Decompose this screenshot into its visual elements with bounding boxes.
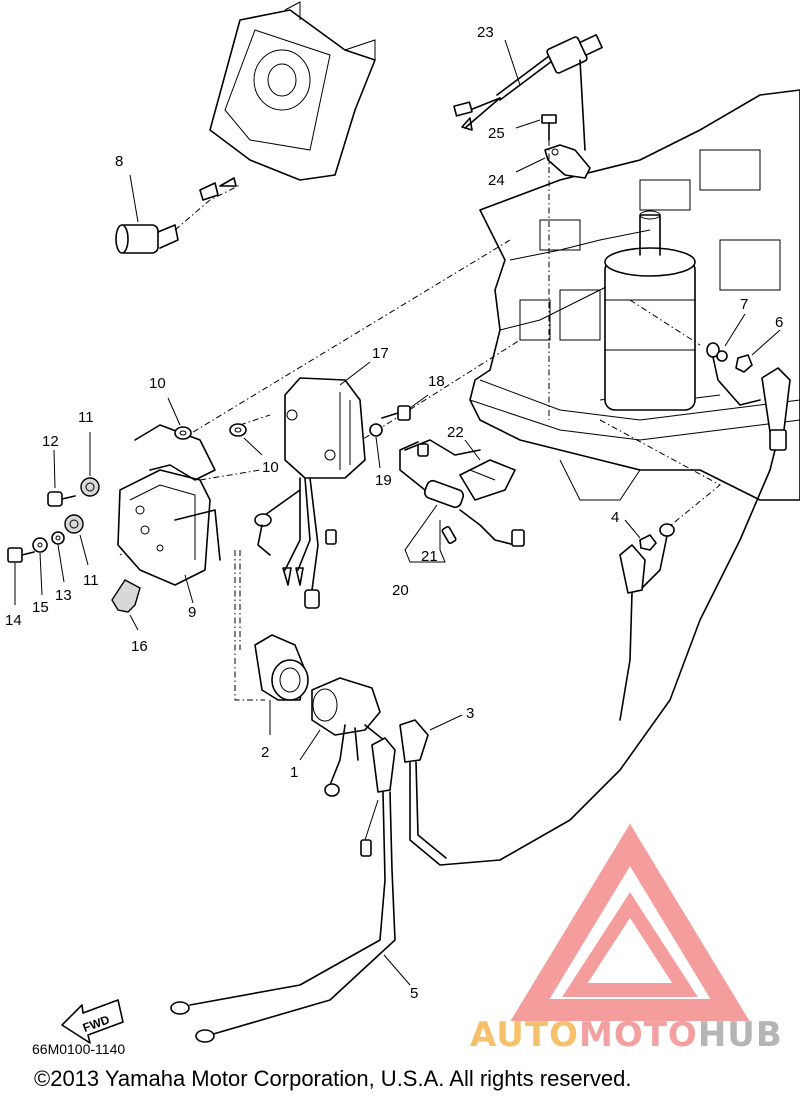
callout-25: 25 [488, 125, 505, 142]
watermark-part-auto: AUTO [470, 1015, 579, 1055]
callout-10a: 10 [149, 375, 166, 392]
copyright-notice: ©2013 Yamaha Motor Corporation, U.S.A. A… [34, 1066, 632, 1091]
parts-4-6-7 [619, 313, 791, 594]
part-20-22-fuse [399, 439, 525, 563]
callout-2: 2 [261, 744, 269, 761]
diagram-code: 66M0100-1140 [32, 1041, 126, 1057]
small-hardware [7, 432, 100, 605]
watermark-brand: AUTOMOTOHUB [470, 1015, 783, 1055]
callout-5: 5 [410, 985, 418, 1002]
fwd-arrow-icon: FWD [61, 999, 124, 1044]
callout-19: 19 [375, 472, 392, 489]
callout-7: 7 [740, 296, 748, 313]
part-10-grommets [167, 397, 263, 456]
part-1-2-relay [254, 634, 391, 797]
callout-23: 23 [477, 24, 494, 41]
top-cover [209, 1, 376, 181]
callout-21: 21 [421, 548, 438, 565]
callout-16: 16 [131, 638, 148, 655]
callout-8: 8 [115, 153, 123, 170]
watermark-logo [510, 823, 750, 1021]
part-18-19-bolt [369, 394, 429, 469]
callout-13: 13 [55, 587, 72, 604]
callout-3: 3 [466, 705, 474, 722]
callout-1: 1 [290, 764, 298, 781]
callout-11b: 11 [83, 572, 99, 589]
part-16-clip [111, 579, 141, 631]
callout-9: 9 [188, 604, 196, 621]
callout-4: 4 [611, 509, 619, 526]
part-3-cable [399, 449, 776, 866]
watermark-part-hub: HUB [697, 1015, 783, 1055]
callout-24: 24 [488, 172, 505, 189]
callout-labels: 1 2 3 4 5 6 7 8 9 10 10 11 11 12 13 14 1… [5, 24, 783, 1002]
callout-20: 20 [392, 582, 409, 599]
part-5-battery-cables [170, 737, 411, 1043]
watermark-part-moto: MOTO [578, 1015, 698, 1055]
callout-14: 14 [5, 612, 22, 629]
part-17-rectifier [254, 361, 371, 609]
callout-17: 17 [372, 345, 389, 362]
callout-18: 18 [428, 373, 445, 390]
callout-6: 6 [775, 314, 783, 331]
callout-12: 12 [42, 433, 59, 450]
part-24-25-clamp [515, 59, 591, 420]
engine-block [469, 89, 800, 501]
callout-10b: 10 [262, 459, 279, 476]
part-23-lead [453, 34, 603, 131]
callout-22: 22 [447, 424, 464, 441]
part-9-bracket [117, 424, 221, 604]
callout-11a: 11 [78, 409, 94, 426]
callout-15: 15 [32, 599, 49, 616]
part-8-sensor [115, 174, 241, 254]
